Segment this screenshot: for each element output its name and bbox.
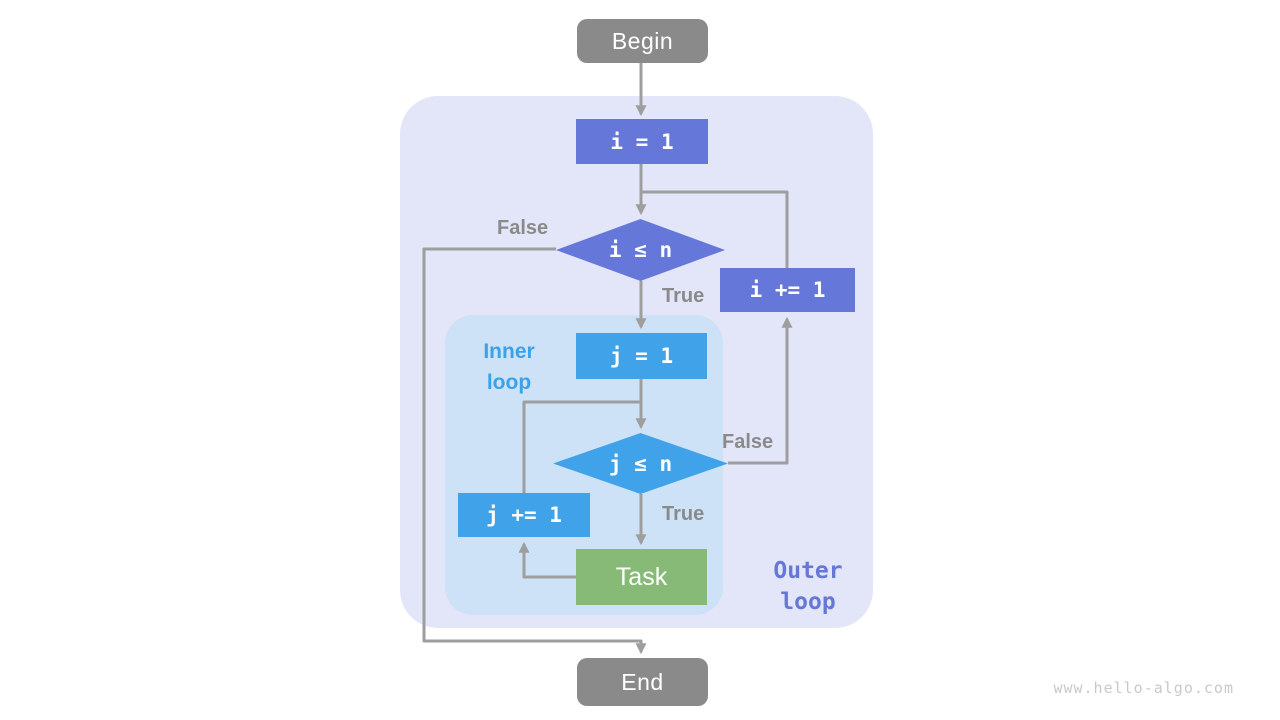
init-j-node: j = 1 <box>576 333 707 379</box>
inc-i-node: i += 1 <box>720 268 855 312</box>
end-node: End <box>577 658 708 706</box>
outer-false-label: False <box>497 217 549 239</box>
begin-node: Begin <box>577 19 708 63</box>
outer-true-label: True <box>662 285 705 307</box>
inner-false-label: False <box>722 431 774 453</box>
inc-j-node: j += 1 <box>458 493 590 537</box>
inner-loop-label: Inner loop <box>483 340 535 394</box>
inner-true-label: True <box>662 503 705 525</box>
task-node: Task <box>576 549 707 605</box>
init-i-node: i = 1 <box>576 119 708 164</box>
outer-loop-label: Outer loop <box>773 558 843 615</box>
watermark: www.hello-algo.com <box>1053 679 1234 697</box>
